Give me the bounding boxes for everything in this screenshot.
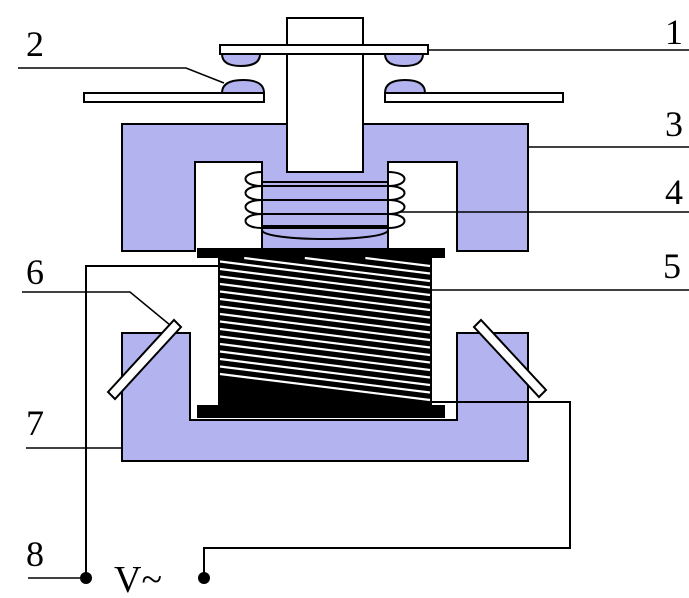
coil-turn (365, 256, 431, 268)
coil-turn (219, 342, 431, 372)
callout-8: 8 (26, 534, 44, 574)
moving-contact-right (383, 53, 425, 68)
shading-ring-left (106, 318, 183, 401)
moving-contact-bar (219, 44, 429, 55)
supply-voltage-label: V~ (114, 559, 162, 598)
coil-turn (244, 256, 431, 283)
bobbin-bottom-flange (197, 405, 445, 418)
coil-turn (219, 335, 431, 364)
callout-4: 4 (665, 172, 683, 212)
callout-3: 3 (665, 104, 683, 144)
plunger-rod (286, 17, 364, 173)
terminal-left (80, 572, 92, 584)
coil-turn (219, 260, 431, 289)
lower-core (121, 332, 529, 462)
fixed-contact-left (220, 78, 266, 94)
return-spring (244, 171, 406, 240)
coil-windings (219, 256, 431, 402)
coil-turn (219, 372, 431, 402)
shading-ring-right (472, 318, 548, 399)
coil-turn (219, 305, 431, 334)
coil-turn (219, 290, 431, 319)
leader-lines (18, 49, 689, 579)
coil-turn (219, 282, 431, 312)
coil-turn (219, 350, 431, 379)
callout-5: 5 (663, 246, 681, 286)
plunger-block (261, 181, 389, 227)
coil-turn (219, 275, 431, 304)
fixed-contact-strip-right (384, 92, 564, 103)
coil-turn (219, 327, 431, 357)
fixed-contact-right (383, 78, 427, 94)
terminal-right (198, 572, 210, 584)
coil-turn (219, 297, 431, 327)
bobbin-top-flange (197, 248, 445, 258)
coil-turn (219, 365, 431, 394)
coil-turn (304, 256, 431, 275)
callout-7: 7 (26, 403, 44, 443)
coil-wiring (85, 265, 571, 578)
coil-turn (219, 320, 431, 349)
fixed-contact-strip-left (83, 92, 265, 103)
callout-1: 1 (665, 12, 683, 52)
callout-6: 6 (26, 252, 44, 292)
coil-turn (219, 312, 431, 342)
coil-turn (219, 357, 431, 387)
coil-turn (219, 267, 431, 297)
moving-contact-left (220, 53, 262, 68)
callout-2: 2 (26, 24, 44, 64)
